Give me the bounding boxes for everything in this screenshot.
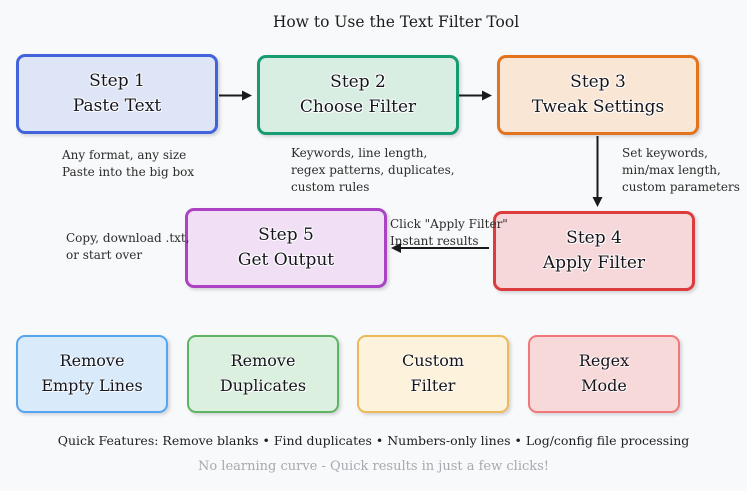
step-subtitle: Paste Text: [72, 96, 162, 116]
arrow-step2-to-step3-icon: [459, 90, 492, 101]
step-subtitle: Tweak Settings: [531, 97, 665, 117]
feature-remove-duplicates-box: Remove Duplicates: [187, 335, 339, 413]
step-title: Step 5: [258, 225, 314, 246]
step-title: Step 4: [566, 228, 622, 249]
step-subtitle: Choose Filter: [299, 97, 417, 117]
flow-step-2-box: Step 2 Choose Filter: [257, 55, 459, 135]
feature-label: Custom Filter: [402, 351, 464, 395]
flow-step-1-box: Step 1 Paste Text: [16, 54, 218, 134]
step-subtitle: Apply Filter: [542, 253, 646, 273]
page-title: How to Use the Text Filter Tool: [272, 13, 520, 31]
feature-remove-empty-lines-box: Remove Empty Lines: [16, 335, 168, 413]
step-title: Step 1: [89, 71, 145, 92]
tagline: No learning curve - Quick results in jus…: [197, 459, 550, 474]
feature-label: Remove Duplicates: [219, 351, 307, 395]
step-5-note: Copy, download .txt, or start over: [66, 231, 190, 262]
arrow-step1-to-step2-icon: [219, 90, 252, 101]
quick-features-line: Quick Features: Remove blanks • Find dup…: [57, 433, 690, 448]
step-3-note: Set keywords, min/max length, custom par…: [622, 146, 740, 194]
step-title: Step 3: [570, 72, 626, 93]
feature-label: Regex Mode: [578, 351, 630, 395]
flow-step-5-box: Step 5 Get Output: [185, 208, 387, 288]
flow-step-4-box: Step 4 Apply Filter: [493, 211, 695, 291]
step-2-note: Keywords, line length, regex patterns, d…: [291, 146, 455, 194]
step-subtitle: Get Output: [237, 250, 335, 270]
flow-step-3-box: Step 3 Tweak Settings: [497, 55, 699, 135]
step-title: Step 2: [330, 72, 386, 93]
step-1-note: Any format, any size Paste into the big …: [62, 148, 195, 179]
feature-custom-filter-box: Custom Filter: [357, 335, 509, 413]
feature-regex-mode-box: Regex Mode: [528, 335, 680, 413]
feature-label: Remove Empty Lines: [41, 351, 143, 395]
step-4-note: Click "Apply Filter" Instant results: [390, 217, 508, 248]
arrow-step3-to-step4-icon: [592, 136, 603, 207]
